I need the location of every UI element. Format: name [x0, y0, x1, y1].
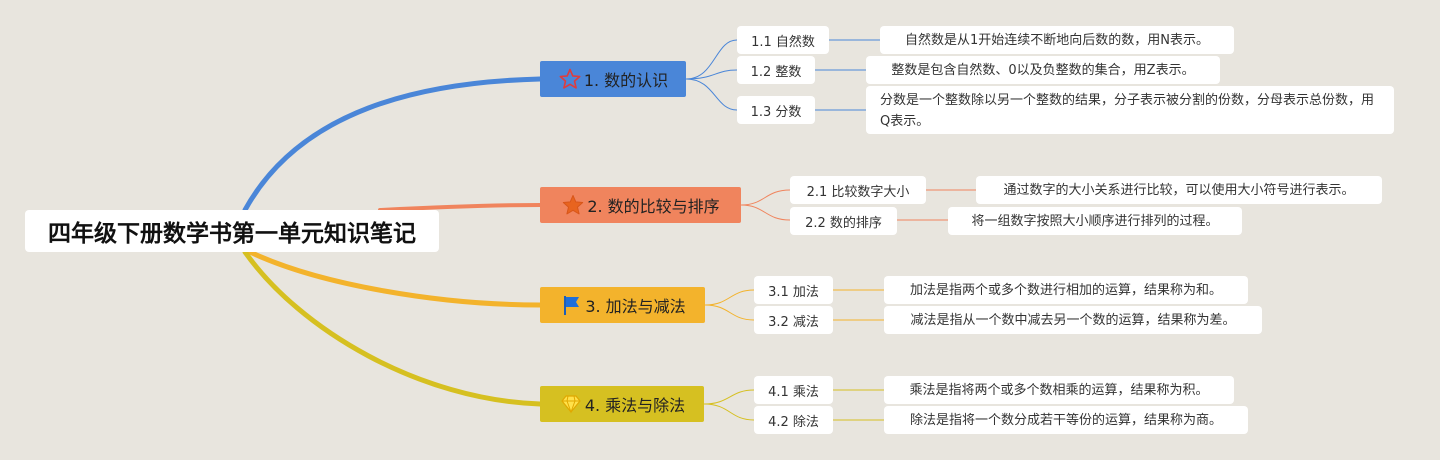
- sub-label: 3.1 加法: [768, 284, 819, 300]
- sub-addition[interactable]: 3.1 加法: [754, 276, 833, 304]
- desc-sorting: 将一组数字按照大小顺序进行排列的过程。: [948, 207, 1242, 235]
- branch-multiplication-division[interactable]: 4. 乘法与除法: [540, 386, 704, 422]
- desc-text: 除法是指将一个数分成若干等份的运算，结果称为商。: [909, 412, 1222, 428]
- desc-division: 除法是指将一个数分成若干等份的运算，结果称为商。: [884, 406, 1248, 434]
- desc-text: 通过数字的大小关系进行比较，可以使用大小符号进行表示。: [1003, 182, 1355, 198]
- sub-label: 2.1 比较数字大小: [806, 184, 910, 200]
- sub-label: 4.2 除法: [768, 414, 819, 430]
- desc-text: 整数是包含自然数、0以及负整数的集合，用Z表示。: [891, 62, 1195, 78]
- sub-compare-size[interactable]: 2.1 比较数字大小: [790, 176, 926, 204]
- desc-subtraction: 减法是指从一个数中减去另一个数的运算，结果称为差。: [884, 306, 1262, 334]
- sub-subtraction[interactable]: 3.2 减法: [754, 306, 833, 334]
- sub-label: 4.1 乘法: [768, 384, 819, 400]
- branch-label: 4. 乘法与除法: [584, 396, 686, 415]
- desc-text: 自然数是从1开始连续不断地向后数的数，用N表示。: [905, 32, 1209, 48]
- link-root-b1: [242, 76, 543, 213]
- desc-text: 将一组数字按照大小顺序进行排列的过程。: [971, 213, 1219, 229]
- root-topic[interactable]: 四年级下册数学书第一单元知识笔记: [25, 210, 439, 252]
- link-root-b3: [247, 249, 543, 308]
- desc-text: 分数是一个整数除以另一个整数的结果，分子表示被分割的份数，分母表示总份数，用Q表…: [880, 93, 1375, 129]
- desc-text: 乘法是指将两个或多个数相乘的运算，结果称为积。: [909, 382, 1209, 398]
- diamond-icon: [559, 392, 583, 416]
- sub-sorting[interactable]: 2.2 数的排序: [790, 207, 897, 235]
- desc-multiplication: 乘法是指将两个或多个数相乘的运算，结果称为积。: [884, 376, 1234, 404]
- links-b1: [685, 39, 880, 111]
- desc-text: 加法是指两个或多个数进行相加的运算，结果称为和。: [909, 282, 1222, 298]
- sub-multiplication[interactable]: 4.1 乘法: [754, 376, 833, 404]
- links-b2: [740, 189, 976, 221]
- branch-number-comparison[interactable]: 2. 数的比较与排序: [540, 187, 741, 223]
- links-b3: [704, 289, 884, 321]
- sub-fractions[interactable]: 1.3 分数: [737, 96, 815, 124]
- desc-addition: 加法是指两个或多个数进行相加的运算，结果称为和。: [884, 276, 1248, 304]
- sub-label: 1.2 整数: [750, 64, 802, 80]
- desc-text: 减法是指从一个数中减去另一个数的运算，结果称为差。: [910, 312, 1236, 328]
- root-title: 四年级下册数学书第一单元知识笔记: [48, 221, 416, 247]
- desc-compare-size: 通过数字的大小关系进行比较，可以使用大小符号进行表示。: [976, 176, 1382, 204]
- branch-addition-subtraction[interactable]: 3. 加法与减法: [540, 287, 705, 323]
- branch-label: 2. 数的比较与排序: [587, 197, 720, 216]
- link-root-b4: [242, 249, 543, 407]
- links-b4: [703, 389, 884, 421]
- sub-integers[interactable]: 1.2 整数: [737, 56, 815, 84]
- flag-icon: [559, 293, 583, 317]
- desc-fractions: 分数是一个整数除以另一个整数的结果，分子表示被分割的份数，分母表示总份数，用Q表…: [866, 86, 1394, 134]
- branch-number-recognition[interactable]: 1. 数的认识: [540, 61, 686, 97]
- sub-label: 1.3 分数: [750, 104, 802, 120]
- desc-natural-numbers: 自然数是从1开始连续不断地向后数的数，用N表示。: [880, 26, 1234, 54]
- sub-label: 1.1 自然数: [751, 34, 815, 50]
- star-outline-icon: [558, 67, 582, 91]
- sub-label: 2.2 数的排序: [805, 215, 882, 231]
- branch-label: 1. 数的认识: [583, 71, 669, 90]
- branch-label: 3. 加法与减法: [585, 297, 686, 316]
- sub-natural-numbers[interactable]: 1.1 自然数: [737, 26, 829, 54]
- link-root-b2: [378, 203, 542, 212]
- sub-label: 3.2 减法: [768, 314, 819, 330]
- star-filled-icon: [561, 193, 585, 217]
- desc-integers: 整数是包含自然数、0以及负整数的集合，用Z表示。: [866, 56, 1220, 84]
- sub-division[interactable]: 4.2 除法: [754, 406, 833, 434]
